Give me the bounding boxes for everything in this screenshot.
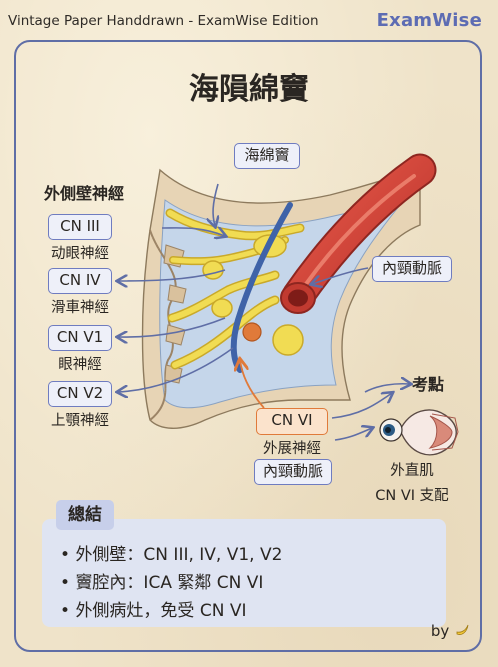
- nerve-cn-iii-name: 动眼神經: [51, 246, 109, 262]
- ica-label: 內頸動脈: [372, 256, 452, 282]
- summary-item: • 外側壁：CN III, IV, V1, V2: [60, 545, 283, 565]
- footer-by: by: [430, 622, 450, 640]
- brand-logo: ExamWise: [376, 10, 482, 31]
- cn-vi-node: [242, 322, 262, 342]
- eye-innervation-label: CN VI 支配: [375, 488, 449, 504]
- nerve-cn-v1-box: CN V1: [48, 325, 112, 351]
- eye-icon: [379, 409, 459, 456]
- summary-item-text: 外側壁：CN III, IV, V1, V2: [75, 545, 283, 565]
- summary-item: • 竇腔內：ICA 緊鄰 CN VI: [60, 573, 264, 593]
- summary-item: • 外側病灶，免受 CN VI: [60, 601, 247, 621]
- nerve-cn-v2-box: CN V2: [48, 381, 112, 407]
- nerve-cn-v2-name: 上顎神經: [51, 413, 109, 429]
- eye-muscle-label: 外直肌: [390, 463, 434, 479]
- banana-icon: [456, 624, 469, 635]
- lateral-wall-heading: 外側壁神經: [44, 184, 125, 203]
- header-subtitle: Vintage Paper Handdrawn - ExamWise Editi…: [8, 13, 319, 29]
- cn-vi-name: 外展神經: [263, 441, 321, 457]
- sinus-label: 海綿竇: [234, 143, 300, 169]
- footer-credit: by: [431, 622, 470, 640]
- nerve-cn-iv-box: CN IV: [48, 268, 112, 294]
- key-point-label: 考點: [412, 375, 445, 394]
- summary-item-text: 外側病灶，免受 CN VI: [75, 601, 247, 621]
- cn-vi-box: CN VI: [256, 408, 328, 435]
- nerve-cn-iii-box: CN III: [48, 214, 112, 240]
- summary-title: 總結: [56, 500, 114, 530]
- summary-panel: [42, 519, 446, 627]
- nerve-cn-iv-name: 滑車神經: [51, 300, 109, 316]
- page-title: 海隕綿竇: [189, 72, 309, 107]
- page-frame: [14, 40, 482, 652]
- cn-vi-relation: 內頸動脈: [254, 459, 332, 485]
- nerve-ganglion-4: [211, 298, 233, 318]
- nerve-cn-v1-name: 眼神經: [58, 357, 102, 373]
- cn-vi-course: [230, 202, 293, 373]
- nerve-ganglion-3: [272, 324, 304, 356]
- summary-item-text: 竇腔內：ICA 緊鄰 CN VI: [75, 573, 264, 593]
- nerve-ganglion-2: [202, 260, 224, 280]
